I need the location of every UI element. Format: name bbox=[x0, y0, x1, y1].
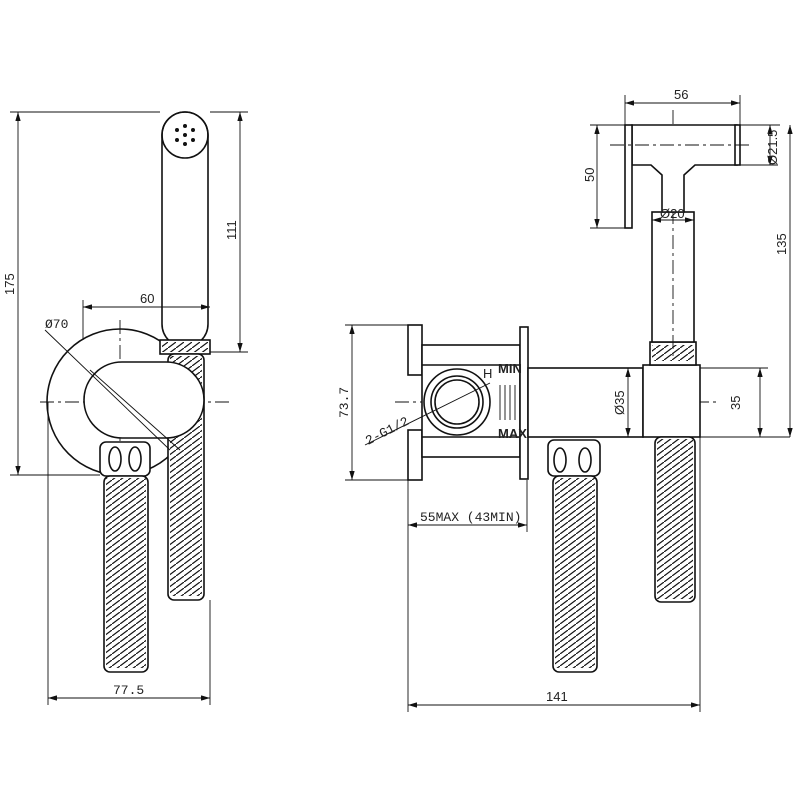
flange bbox=[519, 326, 529, 480]
dim-73-7: 73.7 bbox=[337, 387, 352, 418]
nut-bottom bbox=[407, 429, 423, 481]
spray-head bbox=[161, 111, 209, 159]
connector-block bbox=[642, 364, 701, 438]
mark-min: MIN bbox=[498, 361, 522, 376]
dim-thread: 2-G1/2 bbox=[363, 414, 412, 449]
scale-lines bbox=[499, 385, 516, 420]
side-hose-left bbox=[555, 478, 595, 668]
dim-depth: 55MAX (43MIN) bbox=[420, 510, 521, 525]
dim-175: 175 bbox=[2, 273, 17, 295]
pipe bbox=[527, 367, 644, 438]
dim-phi21-5: Ø21.5 bbox=[765, 130, 780, 165]
side-view: H MIN MAX 2-G1/2 56 50 Ø21.5 Ø20 bbox=[337, 87, 793, 712]
mark-h: H bbox=[483, 366, 492, 381]
dim-35: 35 bbox=[728, 396, 743, 410]
dim-77-5: 77.5 bbox=[113, 683, 144, 698]
holder bbox=[83, 361, 205, 439]
dim-phi20: Ø20 bbox=[660, 206, 685, 221]
handle bbox=[161, 111, 209, 348]
dim-111: 111 bbox=[224, 220, 239, 240]
dim-phi35: Ø35 bbox=[612, 390, 627, 415]
side-hose-right bbox=[657, 439, 693, 599]
hose-left bbox=[106, 478, 146, 668]
hose-connector bbox=[99, 441, 151, 477]
dim-50: 50 bbox=[582, 168, 597, 182]
valve-body bbox=[421, 344, 521, 458]
dim-141: 141 bbox=[546, 689, 568, 704]
front-view: 175 111 60 Ø70 77.5 bbox=[2, 111, 248, 705]
nozzle-holes bbox=[175, 124, 195, 146]
mark-max: MAX bbox=[498, 426, 527, 441]
nut-top bbox=[407, 324, 423, 376]
dim-phi70: Ø70 bbox=[45, 317, 68, 332]
head-plate bbox=[624, 124, 633, 229]
dim-56: 56 bbox=[674, 87, 688, 102]
dim-135: 135 bbox=[774, 233, 789, 255]
dim-60: 60 bbox=[140, 291, 154, 306]
side-hose-connector bbox=[547, 439, 601, 477]
